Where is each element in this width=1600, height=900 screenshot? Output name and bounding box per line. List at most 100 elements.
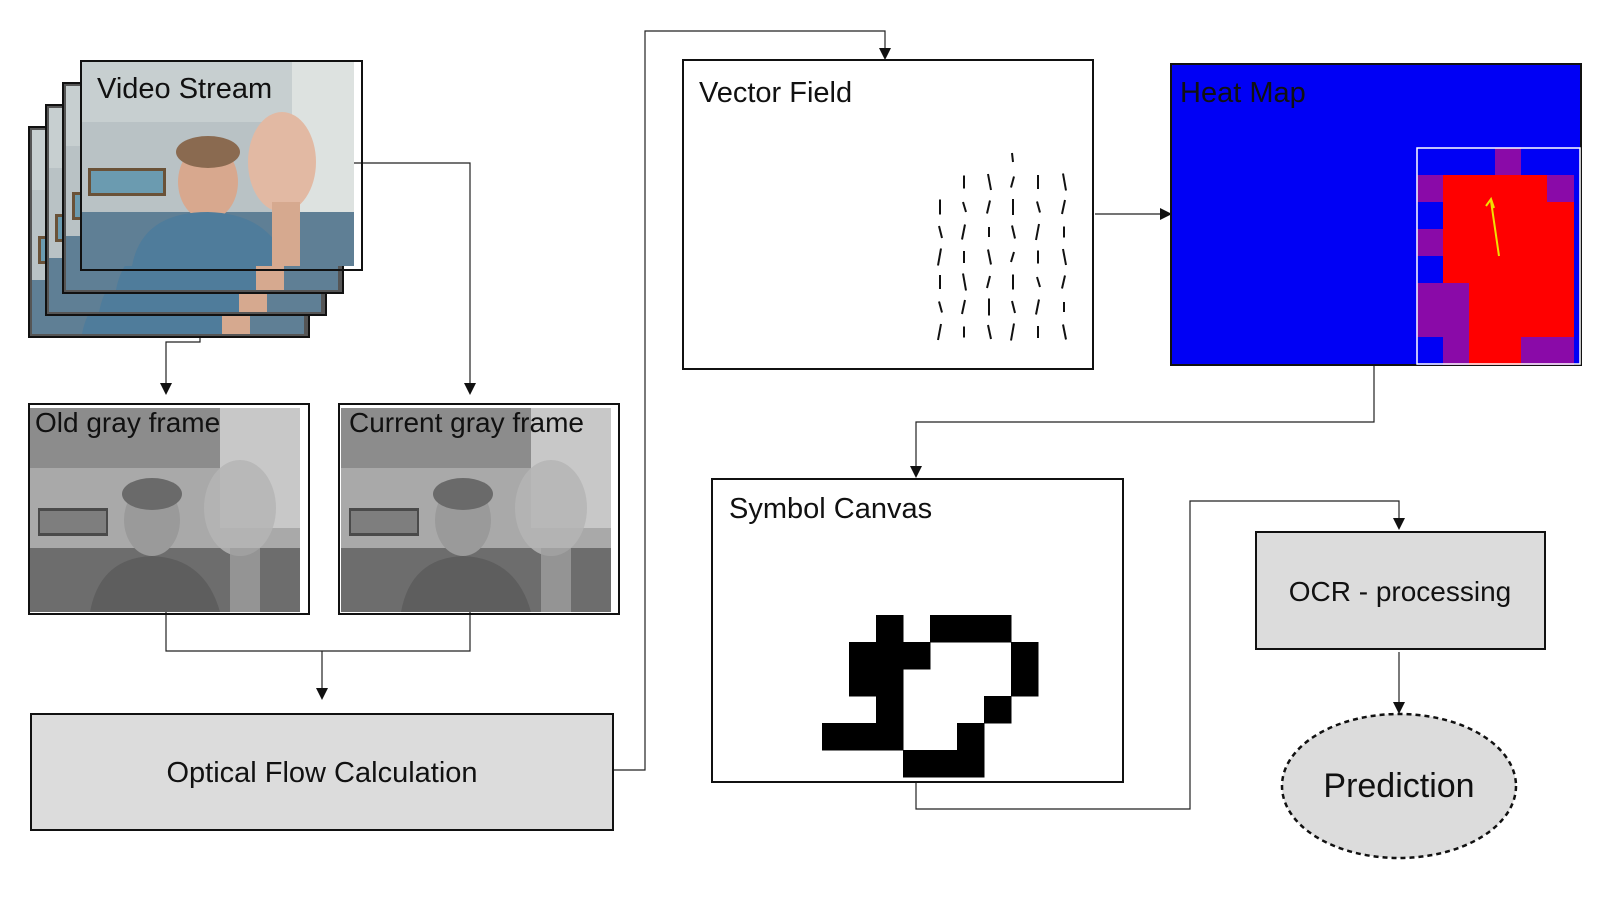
vector-arrow: [1036, 276, 1041, 288]
heat-cell: [1417, 283, 1444, 311]
heat-cell: [1417, 256, 1444, 284]
symbol-pixel: [930, 750, 958, 778]
arrow-video-to-current: [354, 162, 476, 395]
heat-cell: [1521, 256, 1548, 284]
symbol-canvas-label: Symbol Canvas: [729, 493, 932, 525]
vector-arrow: [962, 201, 967, 213]
vector-arrow: [1062, 173, 1067, 191]
vector-arrow: [938, 225, 943, 239]
heat-cell: [1443, 148, 1470, 176]
heat-cell: [1417, 229, 1444, 257]
vector-arrow: [937, 323, 942, 341]
heat-cell: [1443, 310, 1470, 338]
heat-cell: [1521, 175, 1548, 203]
arrow-frames-merge: [165, 603, 471, 652]
heat-cell: [1521, 337, 1548, 365]
optical-flow-node: Optical Flow Calculation: [30, 713, 614, 831]
symbol-pixel: [957, 723, 985, 751]
heat-cell: [1417, 202, 1444, 230]
vector-arrow: [986, 275, 991, 289]
symbol-pixel: [984, 615, 1012, 643]
heat-cell: [1547, 202, 1574, 230]
heat-cell: [1521, 229, 1548, 257]
symbol-pixel: [903, 750, 931, 778]
symbol-pixel: [849, 669, 877, 697]
heat-cell: [1443, 175, 1470, 203]
symbol-pixel: [849, 723, 877, 751]
heat-cell: [1495, 202, 1522, 230]
prediction-ellipse: [1280, 712, 1518, 860]
optical-flow-box: [30, 713, 614, 831]
heat-cell: [1417, 148, 1444, 176]
symbol-pixel: [957, 750, 985, 778]
arrow-canvas-to-ocr: [915, 500, 1405, 810]
heat-cell: [1547, 229, 1574, 257]
symbol-pixel: [903, 642, 931, 670]
vector-arrows: [937, 152, 1067, 341]
heat-map-node: Heat Map: [1170, 63, 1582, 366]
heat-cell: [1469, 256, 1496, 284]
heat-map-cells: [1417, 148, 1574, 365]
video-stream-label: Video Stream: [97, 73, 272, 105]
heat-cell: [1547, 283, 1574, 311]
vector-arrow: [1062, 248, 1067, 266]
heat-cell: [1443, 202, 1470, 230]
current-gray-frame-node: Current gray frame: [338, 403, 620, 615]
old-gray-frame-node: Old gray frame: [28, 403, 310, 615]
heat-cell: [1521, 310, 1548, 338]
symbol-pixel: [876, 642, 904, 670]
heat-map-arrow-head: [1485, 196, 1495, 209]
vector-arrow: [987, 173, 992, 191]
vector-arrow: [1036, 201, 1041, 213]
vector-arrow: [1011, 152, 1014, 163]
symbol-pixel: [876, 669, 904, 697]
vector-arrow: [1061, 199, 1066, 215]
optical-flow-label: Optical Flow Calculation: [166, 757, 477, 789]
symbol-pixel: [1011, 669, 1039, 697]
heat-map-direction-arrow: [1490, 200, 1500, 257]
heat-cell: [1469, 283, 1496, 311]
prediction-node: Prediction: [1280, 712, 1518, 860]
ocr-node: OCR - processing: [1255, 531, 1546, 650]
vector-arrow: [1010, 176, 1015, 188]
vector-field-node: Vector Field: [682, 59, 1094, 370]
vector-arrow: [1010, 323, 1015, 341]
heat-cell: [1495, 229, 1522, 257]
ocr-label: OCR - processing: [1289, 576, 1512, 607]
heat-cell: [1469, 148, 1496, 176]
symbol-pixel: [957, 615, 985, 643]
heat-cell: [1443, 229, 1470, 257]
symbol-pixel: [849, 642, 877, 670]
heat-cell: [1469, 337, 1496, 365]
vector-arrow: [1010, 251, 1015, 263]
heat-cell: [1495, 148, 1522, 176]
vector-arrow: [1035, 299, 1040, 315]
vector-arrow: [1061, 275, 1066, 289]
vector-field-label: Vector Field: [699, 77, 852, 109]
vector-arrow: [1035, 223, 1040, 241]
heat-cell: [1417, 337, 1444, 365]
heat-cell: [1547, 175, 1574, 203]
heat-cell: [1547, 148, 1574, 176]
heat-cell: [1495, 310, 1522, 338]
vector-arrow: [987, 249, 992, 265]
symbol-pixel: [876, 615, 904, 643]
vector-field-box: [682, 59, 1094, 370]
heat-cell: [1417, 310, 1444, 338]
heat-cell: [1495, 337, 1522, 365]
vector-arrow: [1011, 225, 1016, 239]
vector-arrow: [987, 324, 992, 340]
arrow-flow-to-vector: [612, 30, 891, 771]
heat-cell: [1495, 256, 1522, 284]
heat-map-label: Heat Map: [1180, 77, 1306, 109]
symbol-canvas-box: [711, 478, 1124, 783]
heat-cell: [1417, 175, 1444, 203]
heat-cell: [1547, 310, 1574, 338]
symbol-pixel: [876, 723, 904, 751]
symbol-pixel: [1011, 642, 1039, 670]
heat-cell: [1495, 175, 1522, 203]
vector-arrow: [1062, 324, 1067, 340]
vector-arrow: [961, 299, 966, 315]
prediction-label: Prediction: [1323, 767, 1474, 805]
